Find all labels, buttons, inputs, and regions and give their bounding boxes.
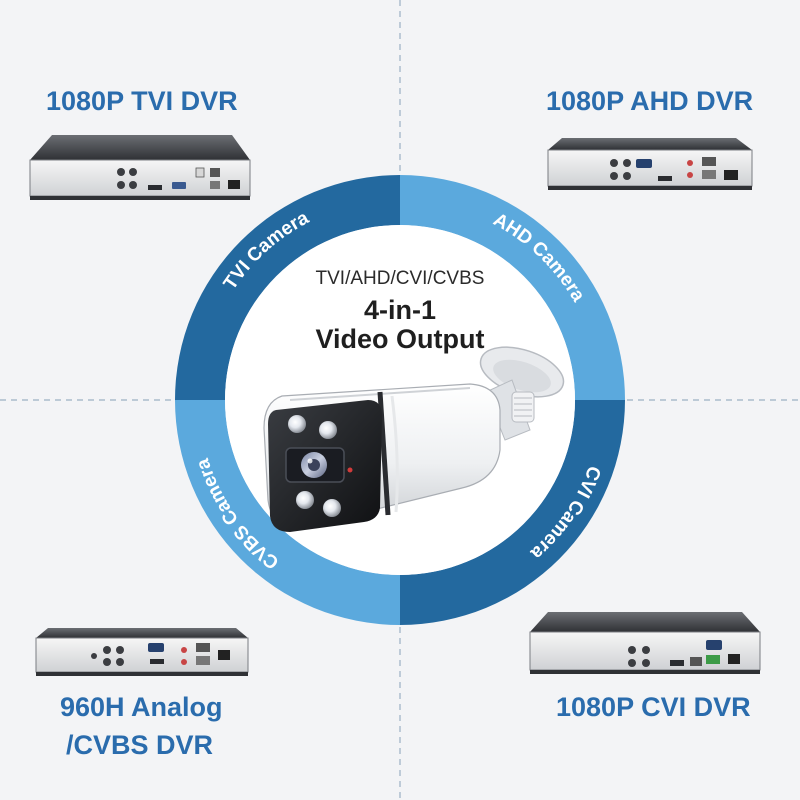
ir-led-icon	[288, 415, 306, 433]
dvr-top-left	[29, 135, 251, 200]
headline-line2: Video Output	[315, 324, 485, 354]
headline-line1: 4-in-1	[363, 295, 436, 325]
headline: 4-in-1 Video Output	[270, 296, 530, 354]
dvr-top-right	[547, 138, 753, 190]
dvr-bottom-left	[35, 628, 249, 676]
ir-led-icon	[296, 491, 314, 509]
ring-quadrant-ahd	[400, 175, 625, 400]
ir-led-icon	[323, 499, 341, 517]
dvr-title-tvi: 1080P TVI DVR	[46, 86, 238, 116]
ir-led-icon	[319, 421, 337, 439]
bullet-camera	[263, 346, 565, 532]
dvr-title-cvbs-line1: 960H Analog	[60, 692, 223, 722]
supported-formats-text: TVI/AHD/CVI/CVBS	[315, 268, 485, 289]
dvr-title-cvbs-line2: /CVBS DVR	[66, 730, 214, 760]
dvr-bottom-right	[529, 612, 761, 674]
ring-quadrant-cvbs	[175, 400, 400, 625]
ring-quadrant-cvi	[400, 400, 625, 625]
dvr-title-cvi: 1080P CVI DVR	[556, 692, 751, 722]
dvr-title-ahd: 1080P AHD DVR	[546, 86, 754, 116]
ring-quadrant-tvi	[175, 175, 400, 400]
